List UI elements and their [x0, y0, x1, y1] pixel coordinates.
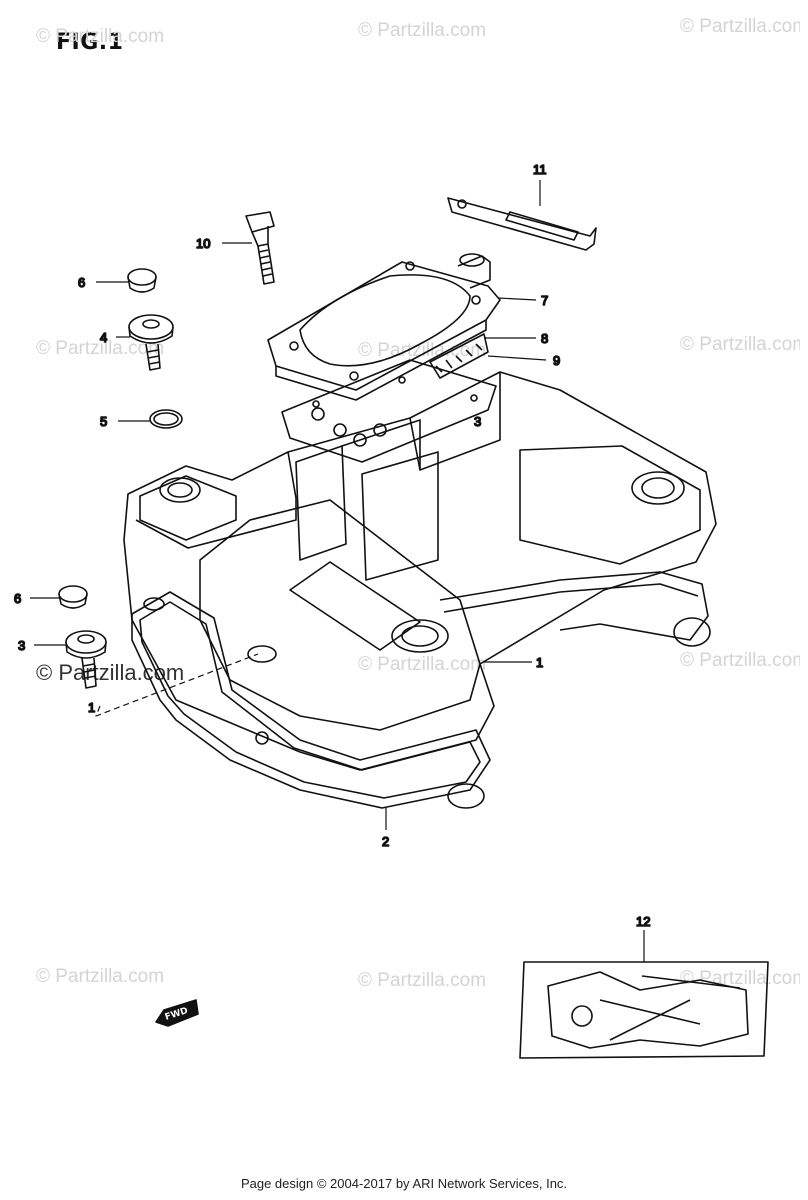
part-11-clamp	[447, 197, 597, 251]
part-6-cap-lower	[58, 585, 88, 609]
watermark: © Partzilla.com	[36, 966, 165, 987]
callout-7: 7	[541, 293, 548, 308]
part-4-bolt	[128, 314, 174, 371]
watermark: © Partzilla.com	[680, 16, 800, 37]
part-1-head-cover	[123, 371, 717, 771]
callout-10: 10	[196, 236, 210, 251]
callout-2: 2	[382, 834, 389, 849]
watermark: © Partzilla.com	[36, 338, 165, 359]
callout-3-upper: 3	[474, 414, 481, 429]
part-5-o-ring	[149, 409, 183, 429]
callout-numbers: 11 10 6 4 5 7 8 9 3 6 3 1 1 2 12	[13, 161, 651, 930]
callout-11: 11	[533, 162, 547, 177]
footer-copyright: Page design © 2004-2017 by ARI Network S…	[240, 1176, 568, 1191]
callout-6-lower: 6	[14, 591, 21, 606]
watermark: © Partzilla.com	[358, 654, 487, 675]
part-3-bolt	[65, 630, 107, 689]
callout-4: 4	[100, 330, 107, 345]
watermark: © Partzilla.com	[680, 650, 800, 671]
watermark: © Partzilla.com	[36, 660, 185, 685]
part-3-gasket	[281, 359, 497, 463]
part-2-gasket	[131, 591, 491, 809]
callout-8: 8	[541, 331, 548, 346]
watermark: © Partzilla.com	[358, 20, 487, 41]
part-6-cap-upper	[127, 268, 157, 293]
leader-lines	[30, 180, 645, 962]
part-12-gasket-set	[519, 961, 769, 1059]
figure-label: FIG.1	[56, 30, 124, 55]
callout-1-lower: 1	[88, 700, 95, 715]
callout-3-lower: 3	[18, 638, 25, 653]
callout-1: 1	[536, 655, 543, 670]
fwd-arrow-icon: FWD	[155, 999, 199, 1027]
watermark: © Partzilla.com	[358, 970, 487, 991]
part-7-breather-cover	[267, 253, 501, 401]
part-10-bolt	[245, 211, 275, 285]
callout-12: 12	[636, 914, 650, 929]
callout-6-upper: 6	[78, 275, 85, 290]
watermark: © Partzilla.com	[358, 340, 487, 361]
watermark: © Partzilla.com	[680, 334, 800, 355]
callout-9: 9	[553, 353, 560, 368]
callout-5: 5	[100, 414, 107, 429]
watermark: © Partzilla.com	[36, 26, 165, 47]
